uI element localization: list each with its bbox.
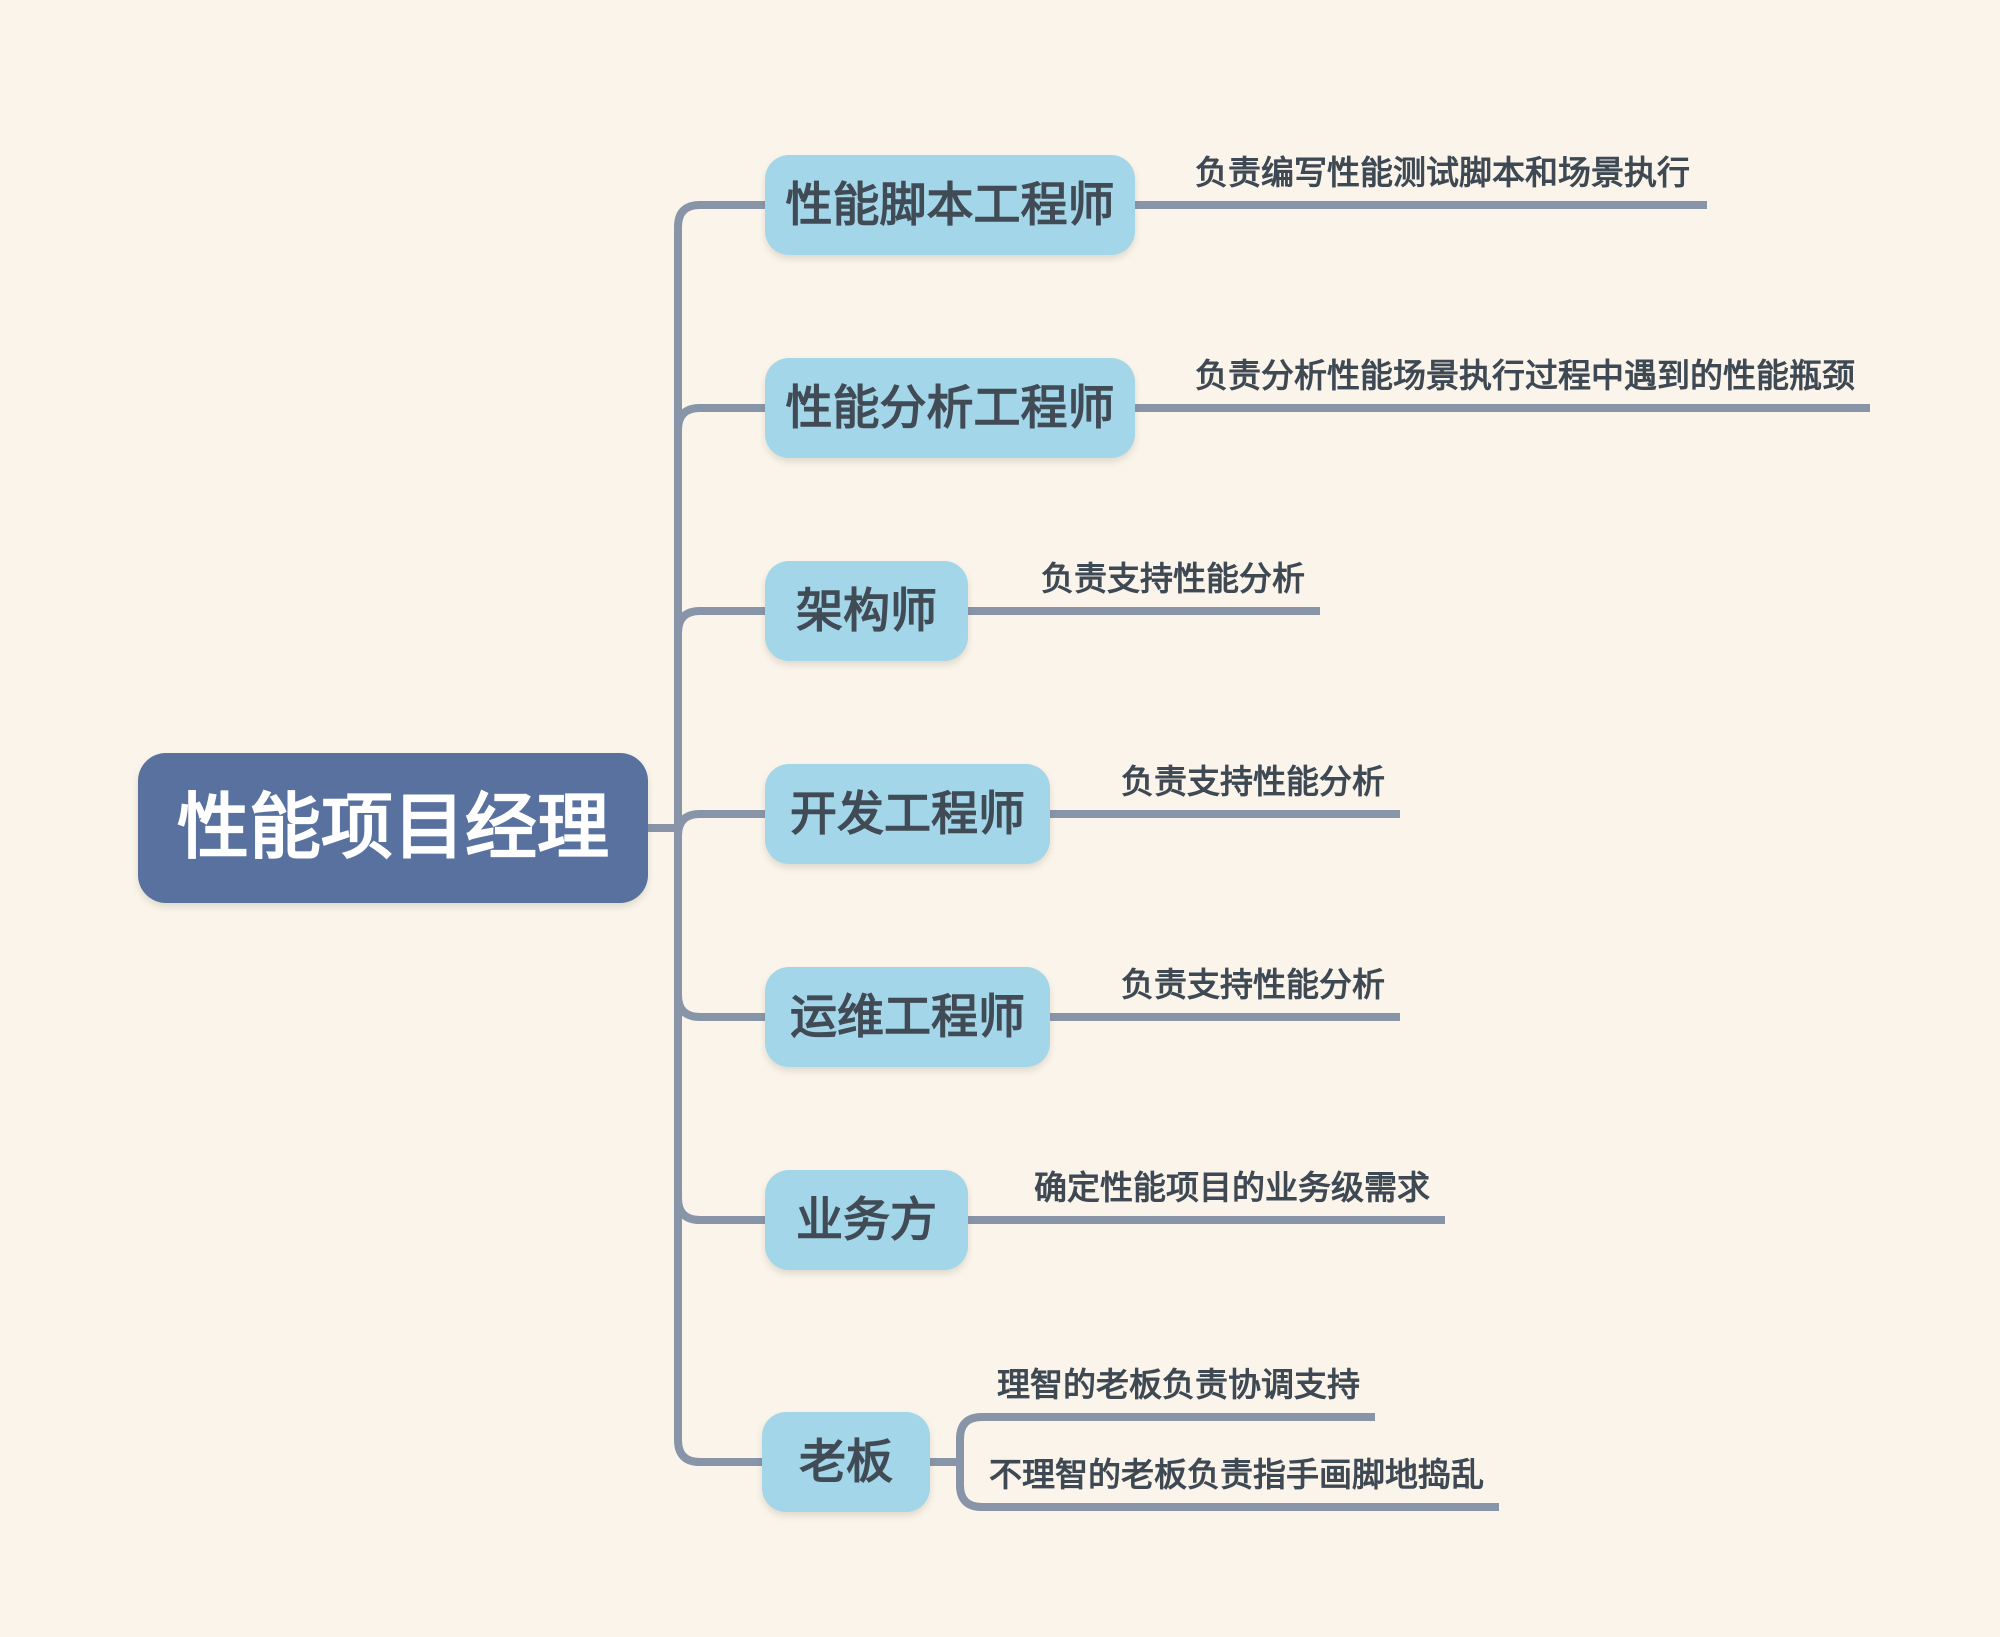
note-script-engineer[interactable]: 负责编写性能测试脚本和场景执行 <box>1195 154 1690 191</box>
connector-branch-7 <box>674 1439 762 1466</box>
connector-boss-bracket <box>956 1413 1499 1511</box>
connector-branch-2 <box>674 404 765 431</box>
connector-branch-1 <box>674 201 765 228</box>
connector-branch-3 <box>674 607 765 634</box>
note-architect[interactable]: 负责支持性能分析 <box>1041 560 1305 597</box>
note-business-side[interactable]: 确定性能项目的业务级需求 <box>1034 1169 1430 1206</box>
node-development-engineer[interactable]: 开发工程师 <box>765 764 1050 864</box>
node-business-side[interactable]: 业务方 <box>765 1170 968 1270</box>
connector-branch-6 <box>674 1197 765 1224</box>
note-analysis-engineer[interactable]: 负责分析性能场景执行过程中遇到的性能瓶颈 <box>1195 357 1855 394</box>
node-performance-script-engineer[interactable]: 性能脚本工程师 <box>765 155 1135 255</box>
note-boss-irrational[interactable]: 不理智的老板负责指手画脚地捣乱 <box>989 1456 1484 1493</box>
connector-branch-5 <box>674 994 765 1021</box>
node-performance-analysis-engineer[interactable]: 性能分析工程师 <box>765 358 1135 458</box>
node-operations-engineer[interactable]: 运维工程师 <box>765 967 1050 1067</box>
root-node-performance-project-manager[interactable]: 性能项目经理 <box>138 753 648 903</box>
node-boss[interactable]: 老板 <box>762 1412 930 1512</box>
note-boss-rational[interactable]: 理智的老板负责协调支持 <box>997 1366 1360 1403</box>
note-operations-engineer[interactable]: 负责支持性能分析 <box>1121 966 1385 1003</box>
node-architect[interactable]: 架构师 <box>765 561 968 661</box>
note-development-engineer[interactable]: 负责支持性能分析 <box>1121 763 1385 800</box>
connector-branch-4 <box>674 810 765 837</box>
